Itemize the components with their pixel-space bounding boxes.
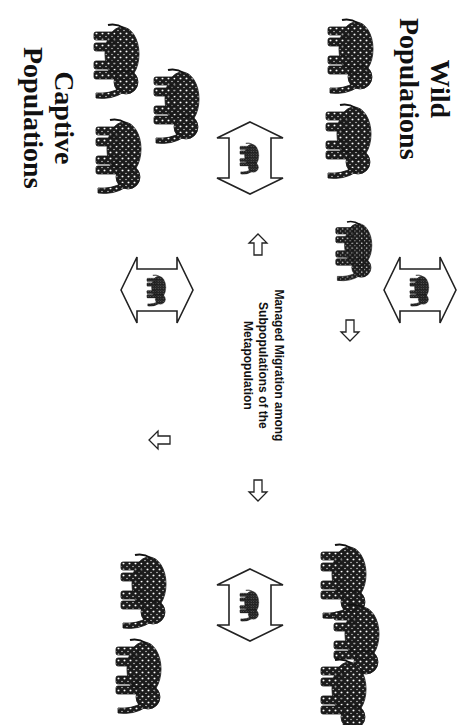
elephant-figure: [336, 222, 372, 281]
small-elephant: [410, 275, 429, 306]
elephant-shape: [240, 590, 259, 621]
elephant-figure: [328, 19, 373, 93]
arrow-outline: [384, 257, 456, 323]
elephant-shape: [410, 275, 429, 306]
elephant-shape: [336, 222, 372, 281]
elephant-figure: [96, 119, 141, 193]
elephant-figure: [116, 639, 161, 713]
elephant-figure: [154, 69, 199, 143]
small-arrow: [341, 320, 359, 341]
small-arrow: [249, 480, 267, 501]
small-elephant: [147, 275, 166, 306]
elephant-shape: [240, 143, 259, 174]
elephant-shape: [116, 639, 161, 713]
elephant-shape: [321, 659, 366, 725]
elephant-figure: [326, 104, 371, 178]
arrow-outline: [121, 257, 193, 323]
double-arrow: [217, 122, 283, 194]
elephant-figure: [121, 554, 166, 628]
small-elephant: [240, 590, 259, 621]
small-arrow: [249, 234, 267, 255]
elephant-shape: [96, 119, 141, 193]
double-arrow: [217, 569, 283, 641]
elephant-shape: [328, 19, 373, 93]
double-arrow: [384, 257, 456, 323]
elephant-shape: [121, 554, 166, 628]
elephant-shape: [94, 24, 139, 98]
arrow-outline: [217, 569, 283, 641]
elephant-figure: [321, 659, 366, 725]
elephant-shape: [154, 69, 199, 143]
elephant-shape: [326, 104, 371, 178]
arrow-outline: [217, 122, 283, 194]
double-arrow: [121, 257, 193, 323]
elephant-shape: [147, 275, 166, 306]
small-arrow: [149, 431, 170, 449]
small-elephant: [240, 143, 259, 174]
elephant-figure: [94, 24, 139, 98]
group-heading: Captive Populations: [17, 33, 79, 203]
group-heading: Wild Populations: [393, 4, 455, 174]
center-caption: Managed Migration among Subpopulations o…: [239, 272, 286, 457]
